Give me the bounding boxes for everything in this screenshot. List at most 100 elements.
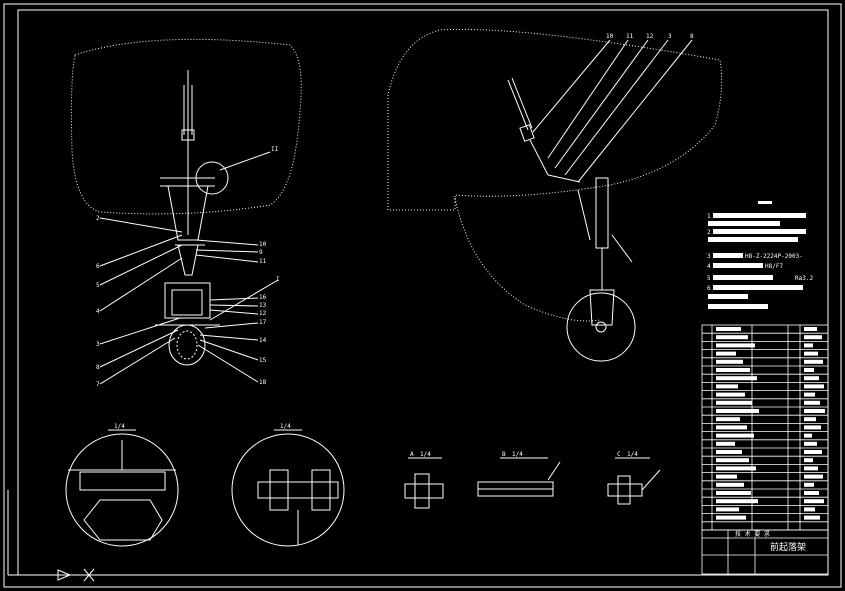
parts-list-entry — [716, 507, 739, 512]
section-b-label: B — [502, 451, 506, 458]
note-number-2: 2 — [707, 229, 711, 236]
retraction-arc — [454, 197, 601, 322]
parts-list-material — [804, 400, 820, 405]
parts-list-entry — [716, 417, 740, 422]
callout-right-0: 10 — [259, 241, 267, 248]
detail-mark-ii: II — [271, 146, 279, 153]
right-callouts: 10 9 11 I 16 13 12 17 14 15 18 II — [259, 146, 280, 386]
section-b — [477, 457, 561, 497]
callout-right-5: 13 — [259, 302, 267, 309]
parts-list-material — [804, 482, 814, 487]
parts-list-material — [804, 392, 815, 397]
parts-list-entry — [716, 400, 752, 405]
callout-right-3: I — [276, 276, 280, 283]
callout-top-4: 8 — [690, 33, 694, 40]
parts-list-material — [804, 458, 813, 463]
parts-list — [701, 324, 829, 531]
parts-list-material — [804, 376, 819, 381]
parts-list-material — [804, 491, 819, 495]
callout-left-1: 6 — [96, 263, 100, 270]
callout-left-2: 5 — [96, 282, 100, 289]
parts-list-material — [804, 474, 823, 479]
callout-left-4: 3 — [96, 341, 100, 348]
front-view — [70, 38, 302, 385]
parts-list-material — [804, 335, 822, 340]
parts-list-entry — [716, 458, 749, 463]
detail-scale-i: 1/4 — [114, 423, 125, 430]
callout-top-2: 12 — [646, 33, 654, 40]
note-number-1: 1 — [707, 213, 711, 220]
parts-list-material — [804, 368, 814, 372]
title-block — [701, 529, 829, 575]
parts-list-entry — [716, 491, 751, 495]
parts-list-material — [804, 359, 823, 364]
parts-list-entry — [716, 515, 746, 520]
callout-right-7: 17 — [259, 319, 267, 326]
parts-list-material — [804, 466, 818, 471]
section-a-scale: 1/4 — [420, 451, 431, 458]
callout-right-2: 11 — [259, 258, 267, 265]
detail-ii — [231, 429, 345, 547]
nose-wheel-side — [566, 292, 636, 362]
note-fragment-3: Ra3.2 — [795, 275, 813, 282]
note-number-6: 6 — [707, 285, 711, 292]
detail-circle-ii — [195, 161, 229, 195]
section-c-label: C — [617, 451, 621, 458]
callout-left-0: 2 — [96, 215, 100, 222]
callout-right-1: 9 — [259, 249, 263, 256]
callout-top-1: 11 — [626, 33, 634, 40]
note-number-4: 4 — [707, 263, 711, 270]
section-a-label: A — [410, 451, 414, 458]
parts-list-material — [804, 441, 817, 446]
parts-list-entry — [716, 335, 748, 340]
parts-list-entry — [716, 384, 738, 389]
section-c-scale: 1/4 — [627, 451, 638, 458]
requirements-caption: 技 术 要 求 — [735, 530, 770, 538]
parts-list-entry — [716, 482, 744, 487]
callout-right-9: 15 — [259, 357, 267, 364]
drawing-title: 前起落架 — [770, 541, 806, 553]
callout-left-5: 8 — [96, 364, 100, 371]
callout-left-6: 7 — [96, 381, 100, 388]
detail-i — [65, 429, 179, 547]
parts-list-entry — [716, 474, 737, 479]
section-a — [404, 457, 444, 509]
callout-top-3: 3 — [668, 33, 672, 40]
parts-list-material — [804, 343, 813, 348]
parts-list-entry — [716, 343, 755, 348]
detail-scale-ii: 1/4 — [280, 423, 291, 430]
parts-list-entry — [716, 351, 736, 356]
ucs-icon — [7, 490, 95, 582]
technical-notes: 1 2 3 H8-Z-2224P-2003- 4 H8/F7 5 Ra3.2 6 — [707, 201, 813, 309]
parts-list-material — [804, 409, 825, 413]
parts-list-material — [804, 425, 821, 430]
left-callouts: 2 6 5 4 3 8 7 — [96, 215, 100, 388]
parts-list-entry — [716, 499, 758, 504]
parts-list-material — [804, 450, 822, 454]
callout-right-6: 12 — [259, 310, 267, 317]
nose-wheel-front — [168, 324, 206, 366]
callout-right-8: 14 — [259, 337, 267, 344]
parts-list-entry — [716, 359, 743, 364]
callout-left-3: 4 — [96, 308, 100, 315]
fuselage-contour-right — [387, 28, 723, 211]
parts-list-entry — [716, 392, 745, 397]
parts-list-entry — [716, 368, 750, 372]
parts-list-material — [804, 384, 824, 389]
fuselage-contour-left — [70, 38, 302, 215]
callout-right-4: 16 — [259, 294, 267, 301]
parts-list-entry — [716, 425, 747, 430]
parts-list-entry — [716, 409, 759, 413]
parts-list-entry — [716, 466, 756, 471]
note-number-5: 5 — [707, 275, 711, 282]
parts-list-entry — [716, 327, 741, 331]
parts-list-entry — [716, 450, 742, 454]
top-right-callouts: 10 11 12 3 8 — [606, 33, 694, 40]
section-c — [607, 457, 661, 505]
note-number-3: 3 — [707, 253, 711, 260]
inner-frame — [17, 9, 829, 576]
side-view — [387, 28, 723, 362]
parts-list-entry — [716, 433, 754, 438]
parts-list-material — [804, 433, 812, 438]
